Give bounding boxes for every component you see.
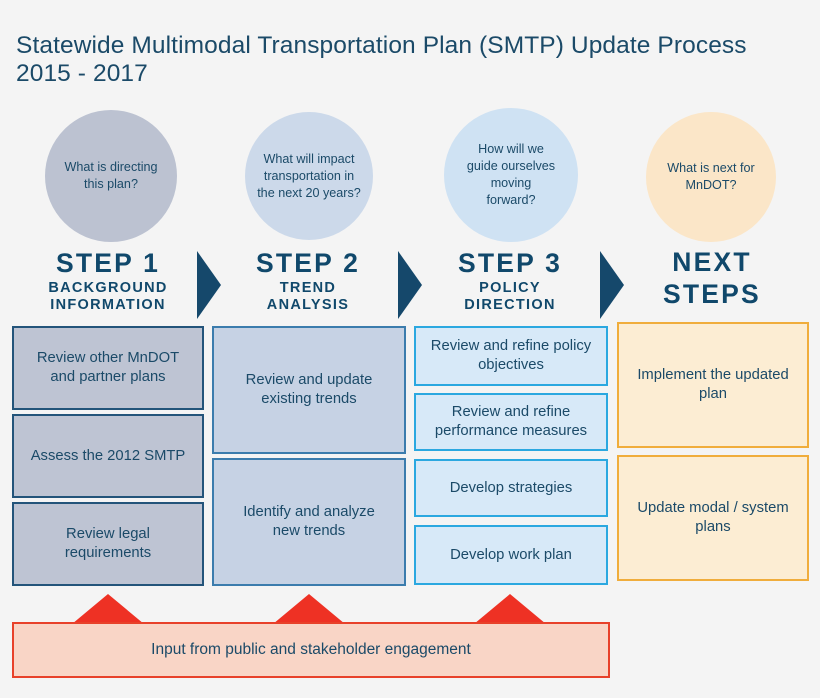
- circle-question-3-text: How will we guide ourselves moving forwa…: [466, 142, 556, 207]
- circle-question-3: How will we guide ourselves moving forwa…: [444, 108, 578, 242]
- col3-box-3-text: Develop strategies: [449, 479, 573, 496]
- chevron-arrow-3-icon: [600, 251, 624, 319]
- up-arrow-1-icon: [72, 594, 144, 624]
- circle-question-1-text: What is directing this plan?: [64, 160, 158, 191]
- step-2-subtitle: TREND ANALYSIS: [266, 280, 350, 313]
- engagement-banner[interactable]: Input from public and stakeholder engage…: [12, 622, 610, 678]
- chevron-arrow-2-icon: [398, 251, 422, 319]
- page-title: Statewide Multimodal Transportation Plan…: [16, 32, 747, 87]
- col3-box-2-text: Review and refine performance measures: [434, 404, 588, 439]
- col2-box-1-text: Review and update existing trends: [245, 372, 373, 407]
- col3-box-4[interactable]: Develop work plan: [414, 525, 608, 585]
- col1-box-3[interactable]: Review legal requirements: [12, 502, 204, 586]
- col4-box-2-text: Update modal / system plans: [637, 500, 789, 535]
- step-1-subtitle: BACKGROUND INFORMATION: [48, 280, 168, 313]
- col3-box-2[interactable]: Review and refine performance measures: [414, 393, 608, 451]
- next-steps-title: NEXT STEPS: [663, 247, 761, 309]
- engagement-banner-text: Input from public and stakeholder engage…: [151, 641, 471, 658]
- next-steps-heading: NEXT STEPS: [616, 246, 808, 312]
- col3-box-3[interactable]: Develop strategies: [414, 459, 608, 517]
- circle-question-4: What is next for MnDOT?: [646, 112, 776, 242]
- up-arrow-3-icon: [474, 594, 546, 624]
- col3-box-4-text: Develop work plan: [450, 546, 572, 563]
- col3-box-1-text: Review and refine policy objectives: [430, 338, 592, 373]
- col4-box-2[interactable]: Update modal / system plans: [617, 455, 809, 581]
- col1-box-3-text: Review legal requirements: [64, 526, 152, 561]
- step-1-heading: STEP 1 BACKGROUND INFORMATION: [12, 248, 204, 314]
- step-3-subtitle: POLICY DIRECTION: [464, 280, 556, 313]
- circle-question-2: What will impact transportation in the n…: [245, 112, 373, 240]
- col1-box-2[interactable]: Assess the 2012 SMTP: [12, 414, 204, 498]
- col2-box-2-text: Identify and analyze new trends: [243, 504, 375, 539]
- circle-question-1: What is directing this plan?: [45, 110, 177, 242]
- circle-question-4-text: What is next for MnDOT?: [667, 161, 755, 192]
- circle-question-2-text: What will impact transportation in the n…: [257, 151, 361, 200]
- step-3-title: STEP 3: [457, 248, 563, 278]
- step-1-title: STEP 1: [55, 248, 161, 278]
- chevron-arrow-1-icon: [197, 251, 221, 319]
- col1-box-2-text: Assess the 2012 SMTP: [30, 447, 186, 464]
- step-2-heading: STEP 2 TREND ANALYSIS: [212, 248, 404, 314]
- step-2-title: STEP 2: [255, 248, 361, 278]
- col1-box-1-text: Review other MnDOT and partner plans: [36, 350, 180, 385]
- col3-box-1[interactable]: Review and refine policy objectives: [414, 326, 608, 386]
- col2-box-1[interactable]: Review and update existing trends: [212, 326, 406, 454]
- col4-box-1[interactable]: Implement the updated plan: [617, 322, 809, 448]
- col2-box-2[interactable]: Identify and analyze new trends: [212, 458, 406, 586]
- up-arrow-2-icon: [273, 594, 345, 624]
- col4-box-1-text: Implement the updated plan: [637, 367, 789, 402]
- step-3-heading: STEP 3 POLICY DIRECTION: [414, 248, 606, 314]
- col1-box-1[interactable]: Review other MnDOT and partner plans: [12, 326, 204, 410]
